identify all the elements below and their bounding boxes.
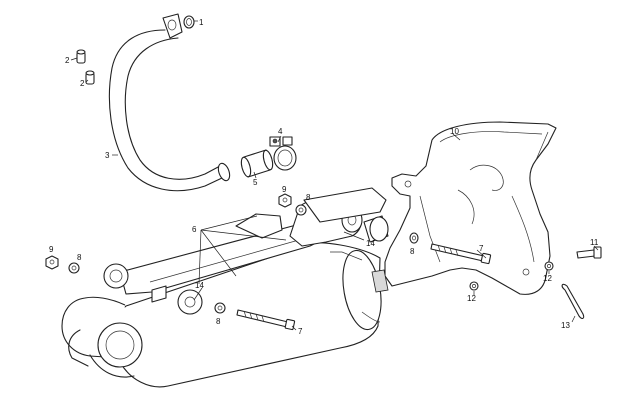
callout-5: 5 <box>253 178 258 187</box>
callout-8: 8 <box>410 247 415 256</box>
sleeve-part <box>240 149 274 178</box>
callout-3: 3 <box>105 151 110 160</box>
clamp-part <box>269 136 297 171</box>
callout-7: 7 <box>479 244 484 253</box>
long-bolt-part <box>236 309 296 331</box>
nut-part <box>45 255 59 270</box>
callout-10: 10 <box>450 127 459 136</box>
callout-labels: 1 2 2 3 4 5 6 7 7 8 8 8 8 9 9 10 11 12 1… <box>49 18 599 336</box>
stud-part <box>76 49 86 64</box>
washer-part <box>68 262 80 274</box>
leader-lines <box>70 20 599 331</box>
rubber-bushing-part <box>177 289 203 315</box>
callout-8: 8 <box>306 193 311 202</box>
small-bolt-part <box>576 246 602 259</box>
gasket-ring-part <box>183 15 195 29</box>
callout-9: 9 <box>282 185 287 194</box>
callout-14: 14 <box>366 239 375 248</box>
callout-6: 6 <box>192 225 197 234</box>
stud-part <box>85 70 95 85</box>
callout-7: 7 <box>298 327 303 336</box>
callout-14: 14 <box>195 281 204 290</box>
washer-part <box>544 261 554 271</box>
washer-part <box>295 204 307 216</box>
callout-2: 2 <box>65 56 70 65</box>
callout-12: 12 <box>467 294 476 303</box>
spring-clip-part <box>561 283 585 319</box>
washer-part <box>409 232 419 244</box>
heat-shield-part <box>384 121 557 295</box>
callout-9: 9 <box>49 245 54 254</box>
callout-13: 13 <box>561 321 570 330</box>
callout-12: 12 <box>543 274 552 283</box>
callout-2: 2 <box>80 79 85 88</box>
long-bolt-part <box>430 243 492 265</box>
washer-part <box>214 302 226 314</box>
washer-part <box>469 281 479 291</box>
callout-4: 4 <box>278 127 283 136</box>
header-pipe-part <box>108 13 231 192</box>
callout-8: 8 <box>77 253 82 262</box>
bracket-arm-part <box>103 187 389 303</box>
callout-11: 11 <box>590 238 599 247</box>
nut-part <box>278 193 292 208</box>
callout-8: 8 <box>216 317 221 326</box>
callout-1: 1 <box>199 18 204 27</box>
